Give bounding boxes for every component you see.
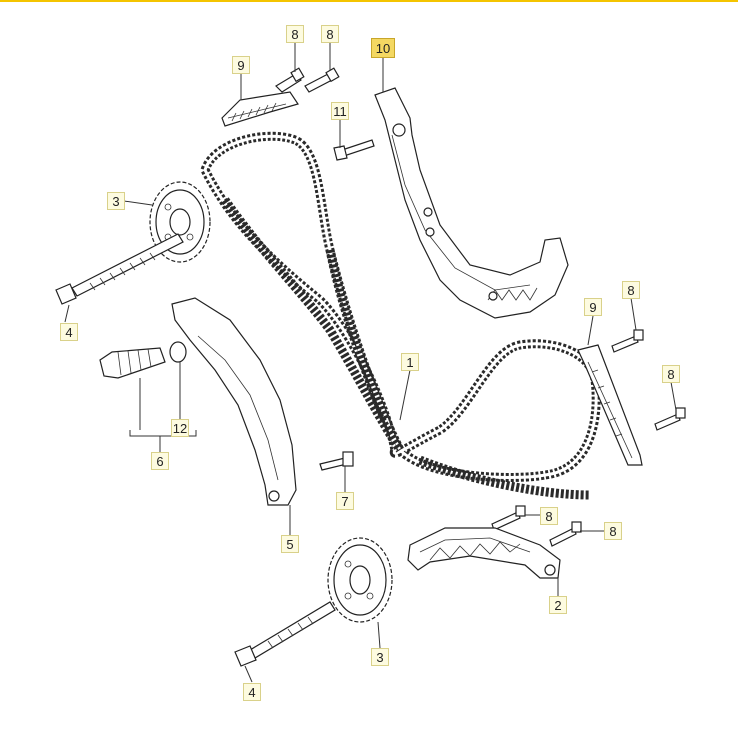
callout-chain-guide-rail-2[interactable]: 2 <box>549 596 567 614</box>
callout-seal-ring-12[interactable]: 12 <box>171 419 189 437</box>
callout-bolt-8[interactable]: 8 <box>321 25 339 43</box>
callout-tensioner-bolt-11[interactable]: 11 <box>331 102 349 120</box>
callout-sprocket-bolt-4[interactable]: 4 <box>60 323 78 341</box>
upper-chain-guide[interactable] <box>221 91 299 127</box>
callout-chain-guide-9[interactable]: 9 <box>232 56 250 74</box>
callout-bolt-8[interactable]: 8 <box>286 25 304 43</box>
callout-chain-guide-rail-5[interactable]: 5 <box>281 535 299 553</box>
callout-sprocket-bolt-4[interactable]: 4 <box>243 683 261 701</box>
left-chain-guide-rail[interactable] <box>171 297 297 506</box>
callout-tensioner-rail-10[interactable]: 10 <box>371 38 395 58</box>
lower-crankshaft-sprocket[interactable] <box>327 537 393 623</box>
callout-tensioner-assembly-6[interactable]: 6 <box>151 452 169 470</box>
callout-bolt-8[interactable]: 8 <box>540 507 558 525</box>
tensioner-rail[interactable] <box>374 87 569 319</box>
upper-sprocket-bolt[interactable] <box>55 233 184 305</box>
tensioner-bolt[interactable] <box>333 139 375 161</box>
lower-chain-guide-rail[interactable] <box>407 527 561 579</box>
chain-tensioner-assembly[interactable] <box>99 341 187 379</box>
left-rail-bolt[interactable] <box>319 451 354 471</box>
top-accent-rule <box>0 0 738 2</box>
callout-bolt-8[interactable]: 8 <box>604 522 622 540</box>
callout-bolt-8[interactable]: 8 <box>622 281 640 299</box>
callout-bolt-8[interactable]: 8 <box>662 365 680 383</box>
upper-guide-bolts[interactable] <box>275 67 340 93</box>
callout-timing-chain-1[interactable]: 1 <box>401 353 419 371</box>
callout-sprocket-3[interactable]: 3 <box>371 648 389 666</box>
right-guide-bolts[interactable] <box>611 329 686 431</box>
right-chain-guide[interactable] <box>577 344 643 466</box>
callout-leader-lines <box>64 42 677 683</box>
lower-sprocket-bolt[interactable] <box>234 601 336 667</box>
callout-chain-guide-9[interactable]: 9 <box>584 298 602 316</box>
callout-rail-bolt-7[interactable]: 7 <box>336 492 354 510</box>
callout-sprocket-3[interactable]: 3 <box>107 192 125 210</box>
